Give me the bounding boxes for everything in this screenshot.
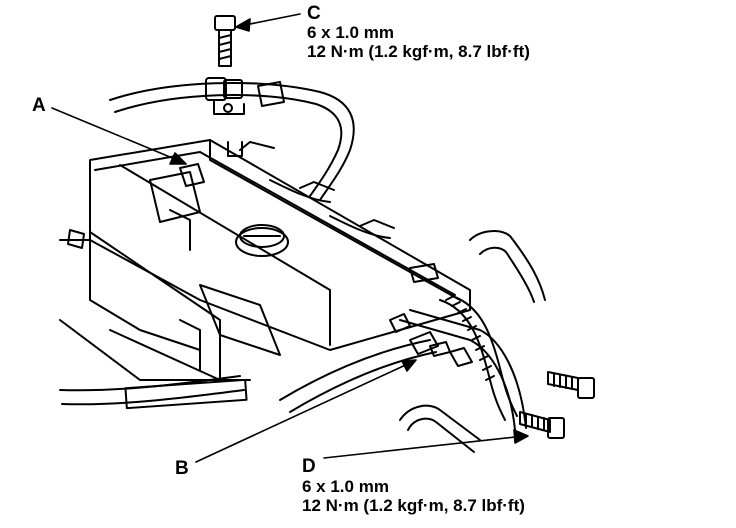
oil-filler-cap [235, 224, 289, 257]
spec-d-size: 6 x 1.0 mm [302, 477, 389, 496]
label-b: B [175, 458, 189, 479]
connector-b [389, 313, 473, 367]
lower-tube [59, 375, 248, 410]
label-a: A [32, 95, 46, 116]
spec-c: 6 x 1.0 mm 12 N·m (1.2 kgf·m, 8.7 lbf·ft… [307, 24, 530, 62]
spec-c-size: 6 x 1.0 mm [307, 23, 394, 42]
spec-d-torque: 12 N·m (1.2 kgf·m, 8.7 lbf·ft) [302, 496, 525, 515]
bolt-c [214, 15, 236, 67]
spec-d: 6 x 1.0 mm 12 N·m (1.2 kgf·m, 8.7 lbf·ft… [302, 478, 525, 516]
spec-c-torque: 12 N·m (1.2 kgf·m, 8.7 lbf·ft) [307, 42, 530, 61]
cylinder-head-cover [89, 139, 471, 351]
bolt-d [519, 371, 595, 439]
engine-block-lower [59, 229, 281, 381]
label-d: D [302, 456, 316, 477]
bracket-clamp-c [205, 77, 285, 115]
upper-hose [109, 82, 355, 201]
label-c: C [307, 3, 321, 24]
wire-harness [439, 295, 518, 421]
